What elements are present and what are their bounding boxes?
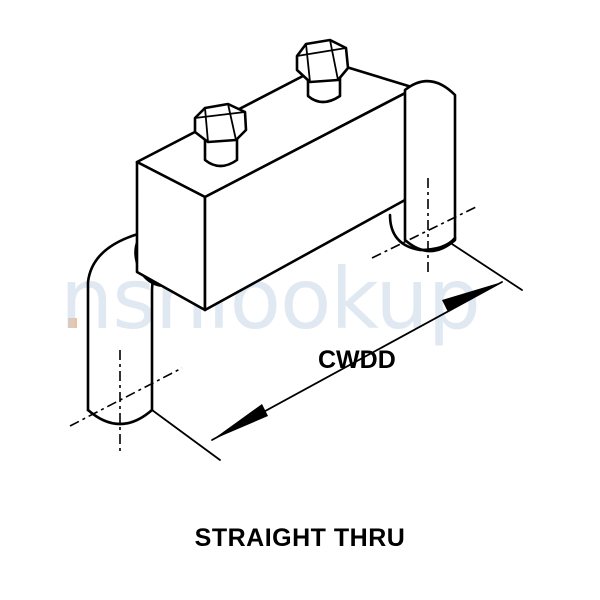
top-nut-right xyxy=(295,38,350,104)
dimension-cwdd: CWDD xyxy=(151,243,523,461)
connector-block xyxy=(135,60,417,312)
dimension-label: CWDD xyxy=(318,346,396,374)
right-pipe xyxy=(371,79,479,272)
top-nut-left xyxy=(193,102,248,168)
diagram-caption: STRAIGHT THRU xyxy=(194,524,406,552)
